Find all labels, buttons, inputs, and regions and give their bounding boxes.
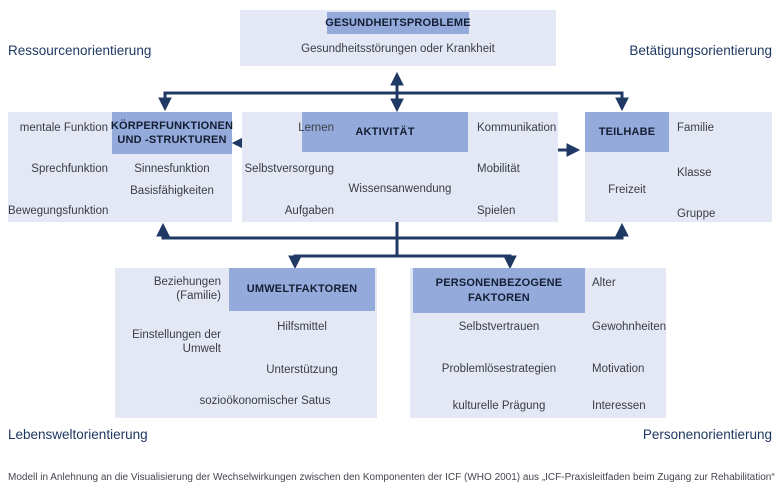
item-beziehungen-familie: Beziehungen (Familie) xyxy=(153,276,221,303)
item-lernen: Lernen xyxy=(298,122,334,134)
item-aufgaben: Aufgaben xyxy=(284,205,334,217)
arrow-to-environment-and-personal xyxy=(288,254,517,270)
body-functions-box: KÖRPERFUNKTIONEN UND -STRUKTUREN mentale… xyxy=(8,112,234,222)
item-interessen: Interessen xyxy=(592,400,646,412)
arrow-factors-to-body-and-participation xyxy=(156,222,629,240)
item-unterstuetzung: Unterstützung xyxy=(266,364,338,376)
item-gewohnheiten: Gewohnheiten xyxy=(592,321,667,333)
label-lebensweltorientierung: Lebensweltorientierung xyxy=(8,427,148,442)
item-familie: Familie xyxy=(677,122,715,134)
participation-box: TEILHABE Freizeit Familie Klasse Gruppe xyxy=(585,112,772,222)
label-personenorientierung: Personenorientierung xyxy=(642,427,772,442)
item-sprechfunktion: Sprechfunktion xyxy=(31,163,108,175)
label-ressourcenorientierung: Ressourcenorientierung xyxy=(8,43,152,58)
activity-box: AKTIVITÄT Lernen Selbstversorgung Aufgab… xyxy=(242,112,558,222)
arrow-health-to-body-and-participation xyxy=(158,91,629,112)
item-spielen: Spielen xyxy=(477,205,516,217)
item-klasse: Klasse xyxy=(677,167,712,179)
environment-box: UMWELTFAKTOREN Beziehungen (Familie) Ein… xyxy=(115,268,377,418)
item-hilfsmittel: Hilfsmittel xyxy=(277,321,327,333)
activity-header-text: AKTIVITÄT xyxy=(355,125,415,138)
participation-header: TEILHABE xyxy=(585,112,669,152)
item-gruppe: Gruppe xyxy=(677,208,716,220)
source-caption: Modell in Anlehnung an die Visualisierun… xyxy=(8,472,775,483)
label-betaetigungsorientierung: Betätigungsorientierung xyxy=(629,43,772,58)
item-sinnesfunktion: Sinnesfunktion xyxy=(134,163,210,175)
item-wissensanwendung: Wissensanwendung xyxy=(348,183,452,195)
environment-header: UMWELTFAKTOREN xyxy=(229,268,375,311)
health-problems-subtitle: Gesundheitsstörungen oder Krankheit xyxy=(301,43,495,55)
item-einstellungen-der-umwelt: Einstellungen der Umwelt xyxy=(132,329,221,356)
item-mobilitaet: Mobilität xyxy=(477,163,520,175)
item-freizeit: Freizeit xyxy=(608,184,646,196)
personal-factors-box: PERSONENBEZOGENE FAKTOREN Selbstvertraue… xyxy=(410,268,666,418)
item-motivation: Motivation xyxy=(592,363,645,375)
item-basisfaehigkeiten: Basisfähigkeiten xyxy=(130,185,214,197)
body-functions-header: KÖRPERFUNKTIONEN UND -STRUKTUREN xyxy=(110,112,234,154)
body-functions-header-line1: KÖRPERFUNKTIONEN xyxy=(110,119,234,132)
personal-factors-header: PERSONENBEZOGENE FAKTOREN xyxy=(413,268,585,313)
personal-factors-header-line1: PERSONENBEZOGENE xyxy=(435,277,563,290)
item-problemloesestrategien: Problemlösestrategien xyxy=(441,363,557,375)
item-mentale-funktion: mentale Funktion xyxy=(19,122,108,134)
item-kommunikation: Kommunikation xyxy=(477,122,557,134)
activity-header: AKTIVITÄT xyxy=(302,112,468,152)
item-alter: Alter xyxy=(592,277,616,289)
environment-header-text: UMWELTFAKTOREN xyxy=(246,283,358,296)
item-selbstversorgung: Selbstversorgung xyxy=(244,163,335,175)
body-functions-header-line2: UND -STRUKTUREN xyxy=(117,134,227,146)
personal-factors-header-line2: FAKTOREN xyxy=(468,291,530,304)
item-bewegungsfunktion: Bewegungsfunktion xyxy=(8,205,109,217)
item-kulturelle-praegung: kulturelle Prägung xyxy=(452,400,546,412)
health-problems-box: GESUNDHEITSPROBLEME Gesundheitsstörungen… xyxy=(240,10,556,66)
health-problems-header: GESUNDHEITSPROBLEME xyxy=(325,12,471,34)
item-soziooekonomischer-satus: sozioökonomischer Satus xyxy=(199,395,331,407)
participation-header-text: TEILHABE xyxy=(598,125,656,138)
item-selbstvertrauen: Selbstvertrauen xyxy=(458,321,540,333)
